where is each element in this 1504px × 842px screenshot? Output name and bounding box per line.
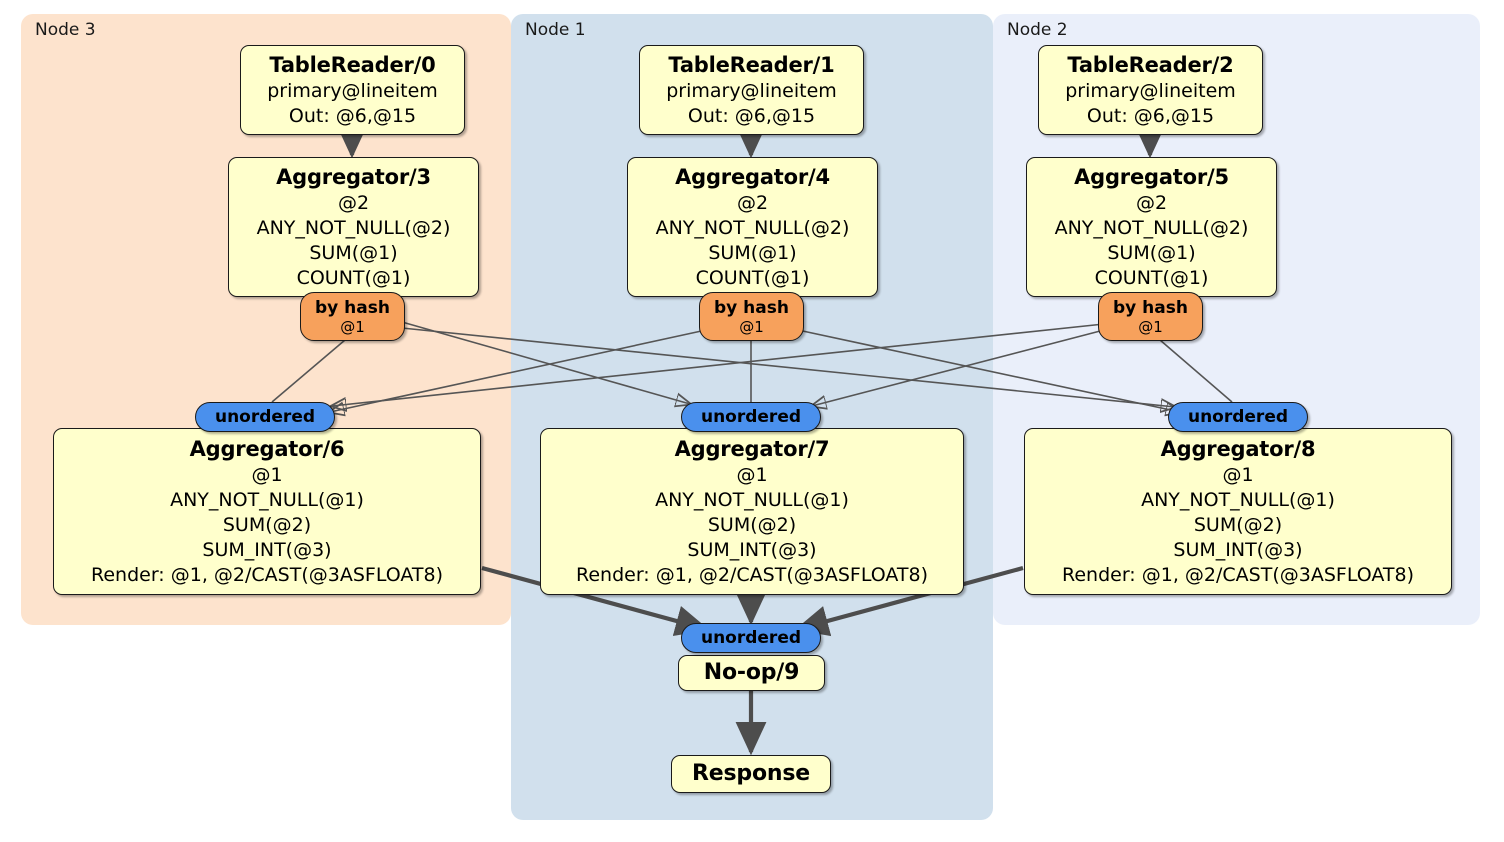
processor-line: SUM(@2) [707,514,797,536]
processor-line: Out: @6,@15 [687,105,816,127]
processor-noop-9[interactable]: No-op/9 [678,655,825,691]
router-unordered-7[interactable]: unordered [681,402,821,432]
processor-aggregator-7[interactable]: Aggregator/7 @1 ANY_NOT_NULL(@1) SUM(@2)… [540,428,964,595]
processor-line: COUNT(@1) [695,267,810,289]
processor-line: COUNT(@1) [296,267,411,289]
router-label: unordered [214,407,316,427]
processor-title: Aggregator/6 [189,437,345,461]
router-sublabel: @1 [1138,317,1163,336]
processor-line: primary@lineitem [1065,80,1236,102]
processor-response[interactable]: Response [671,755,831,793]
router-label: unordered [700,628,802,648]
router-by-hash-4[interactable]: by hash @1 [699,292,804,341]
panel-node-3-label: Node 3 [35,20,96,40]
processor-line: SUM(@2) [1193,514,1283,536]
router-unordered-8[interactable]: unordered [1168,402,1308,432]
processor-line: @1 [251,464,283,486]
processor-line: SUM(@1) [1107,242,1196,264]
processor-line: @2 [736,192,769,214]
processor-line: Render: @1, @2/CAST(@3ASFLOAT8) [91,564,443,586]
processor-title: TableReader/1 [668,53,835,77]
processor-title: Aggregator/5 [1074,165,1229,189]
processor-line: ANY_NOT_NULL(@1) [1141,489,1335,511]
panel-node-2-label: Node 2 [1007,20,1068,40]
processor-aggregator-3[interactable]: Aggregator/3 @2 ANY_NOT_NULL(@2) SUM(@1)… [228,157,479,297]
processor-line: @1 [736,464,768,486]
router-unordered-9[interactable]: unordered [681,623,821,653]
router-label: by hash [1113,297,1188,318]
processor-line: @2 [1135,192,1168,214]
processor-line: SUM(@1) [309,242,398,264]
processor-line: @1 [1222,464,1254,486]
router-sublabel: @1 [739,317,764,336]
processor-line: SUM_INT(@3) [687,539,817,561]
processor-tablereader-0[interactable]: TableReader/0 primary@lineitem Out: @6,@… [240,45,465,135]
processor-title: Aggregator/3 [276,165,431,189]
processor-line: Out: @6,@15 [288,105,417,127]
router-by-hash-3[interactable]: by hash @1 [300,292,405,341]
processor-aggregator-8[interactable]: Aggregator/8 @1 ANY_NOT_NULL(@1) SUM(@2)… [1024,428,1452,595]
processor-line: ANY_NOT_NULL(@2) [655,217,850,239]
processor-title: Aggregator/8 [1160,437,1316,461]
processor-title: Response [692,761,810,786]
processor-line: ANY_NOT_NULL(@1) [655,489,849,511]
processor-line: SUM_INT(@3) [1173,539,1303,561]
processor-line: ANY_NOT_NULL(@1) [170,489,364,511]
processor-title: No-op/9 [703,660,800,685]
processor-aggregator-4[interactable]: Aggregator/4 @2 ANY_NOT_NULL(@2) SUM(@1)… [627,157,878,297]
processor-tablereader-1[interactable]: TableReader/1 primary@lineitem Out: @6,@… [639,45,864,135]
router-label: by hash [714,297,789,318]
router-label: unordered [700,407,802,427]
router-unordered-6[interactable]: unordered [195,402,335,432]
router-sublabel: @1 [340,317,365,336]
panel-node-1-label: Node 1 [525,20,586,40]
processor-line: SUM(@2) [222,514,312,536]
router-by-hash-5[interactable]: by hash @1 [1098,292,1203,341]
processor-line: SUM(@1) [708,242,797,264]
processor-line: ANY_NOT_NULL(@2) [1054,217,1249,239]
processor-line: Render: @1, @2/CAST(@3ASFLOAT8) [1062,564,1414,586]
router-label: by hash [315,297,390,318]
processor-title: Aggregator/4 [675,165,830,189]
processor-line: Out: @6,@15 [1086,105,1215,127]
processor-line: primary@lineitem [666,80,837,102]
processor-title: Aggregator/7 [674,437,830,461]
processor-line: Render: @1, @2/CAST(@3ASFLOAT8) [576,564,928,586]
processor-aggregator-5[interactable]: Aggregator/5 @2 ANY_NOT_NULL(@2) SUM(@1)… [1026,157,1277,297]
processor-line: SUM_INT(@3) [202,539,332,561]
processor-line: COUNT(@1) [1094,267,1209,289]
processor-title: TableReader/0 [269,53,436,77]
processor-line: ANY_NOT_NULL(@2) [256,217,451,239]
processor-line: primary@lineitem [267,80,438,102]
router-label: unordered [1187,407,1289,427]
processor-aggregator-6[interactable]: Aggregator/6 @1 ANY_NOT_NULL(@1) SUM(@2)… [53,428,481,595]
processor-line: @2 [337,192,370,214]
processor-tablereader-2[interactable]: TableReader/2 primary@lineitem Out: @6,@… [1038,45,1263,135]
processor-title: TableReader/2 [1067,53,1234,77]
